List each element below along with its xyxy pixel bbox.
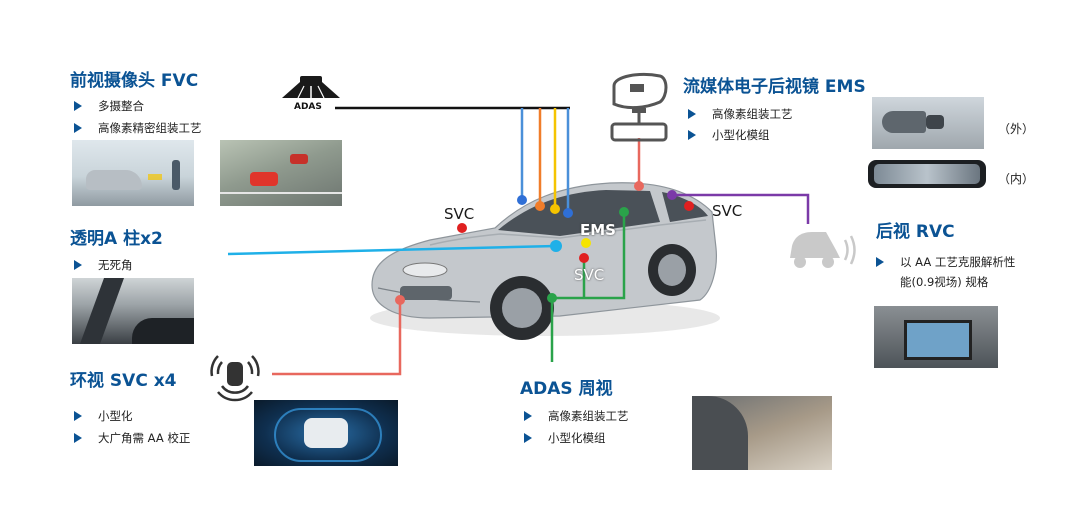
pillar-item: 无死角 [74, 257, 133, 273]
bullet-triangle-icon [688, 109, 696, 119]
bullet-triangle-icon [876, 257, 884, 267]
ems-item: 高像素组装工艺 [688, 106, 793, 122]
bullet-triangle-icon [74, 260, 82, 270]
bullet-triangle-icon [524, 411, 532, 421]
bullet-triangle-icon [74, 433, 82, 443]
rvc-item: 以 AA 工艺克服解析性 [876, 254, 1015, 270]
sensor-dot [684, 201, 694, 211]
rearview-mirror-icon [610, 108, 668, 142]
rvc-photo [874, 306, 998, 368]
sensor-dot [550, 240, 562, 252]
ems-outer-label: （外） [998, 122, 1035, 136]
ems-title: 流媒体电子后视镜 EMS [683, 77, 866, 97]
rear-car-icon [790, 232, 856, 268]
sensor-dot [457, 223, 467, 233]
rvc-item-cont: 能(0.9视场) 规格 [900, 275, 989, 289]
svc-item: 小型化 [74, 408, 133, 424]
sensor-dot [619, 207, 629, 217]
svc-item: 大广角需 AA 校正 [74, 430, 190, 446]
bullet-triangle-icon [74, 101, 82, 111]
adas-car-icon [282, 76, 340, 99]
sensor-dot [634, 181, 644, 191]
car-illustration [370, 182, 720, 340]
fvc-item: 高像素精密组装工艺 [74, 120, 202, 136]
side-mirror-icon [612, 72, 668, 110]
ems-outer-photo [872, 97, 984, 149]
adas-icon-label: ADAS [294, 102, 322, 112]
ems-label: EMS [580, 221, 616, 239]
adas-surround-item: 高像素组装工艺 [524, 408, 629, 424]
fvc-item: 多摄整合 [74, 98, 144, 114]
sensor-dot [667, 190, 677, 200]
svc-mid-label: SVC [574, 266, 605, 284]
pillar-photo [72, 278, 194, 344]
rvc-title: 后视 RVC [876, 222, 955, 242]
bullet-triangle-icon [688, 130, 696, 140]
sensor-dot [581, 238, 591, 248]
sensor-dot [579, 253, 589, 263]
bullet-triangle-icon [74, 123, 82, 133]
adas-surround-item: 小型化模组 [524, 430, 606, 446]
svc-item-text: 小型化 [98, 409, 133, 423]
ems-inner-label: （内） [998, 172, 1035, 186]
ems-item-text: 高像素组装工艺 [712, 107, 793, 121]
fvc-item-text: 高像素精密组装工艺 [98, 121, 202, 135]
sensor-dot [395, 295, 405, 305]
sensor-dot [550, 204, 560, 214]
ems-item-text: 小型化模组 [712, 128, 770, 142]
rvc-item-text: 以 AA 工艺克服解析性 [900, 255, 1016, 269]
adas-surround-item-text: 高像素组装工艺 [548, 409, 629, 423]
svc-photo [254, 400, 398, 466]
fvc-photo-pedestrian [72, 140, 194, 206]
sensor-dot [535, 201, 545, 211]
bullet-triangle-icon [524, 433, 532, 443]
fvc-item-text: 多摄整合 [98, 99, 144, 113]
pillar-item-text: 无死角 [98, 258, 133, 272]
svc-title: 环视 SVC x4 [70, 371, 177, 391]
pillar-title: 透明A 柱x2 [70, 229, 163, 249]
bullet-triangle-icon [74, 411, 82, 421]
svc-item-text: 大广角需 AA 校正 [98, 431, 191, 445]
sensor-dot [563, 208, 573, 218]
svc-right-label: SVC [712, 202, 743, 220]
svc-left-label: SVC [444, 205, 475, 223]
adas-surround-item-text: 小型化模组 [548, 431, 606, 445]
fvc-photo-road [220, 140, 342, 206]
ems-item: 小型化模组 [688, 127, 770, 143]
adas-surround-photo [692, 396, 832, 470]
sensor-dot [517, 195, 527, 205]
fvc-title: 前视摄像头 FVC [70, 71, 199, 91]
adas-surround-title: ADAS 周视 [520, 379, 613, 399]
ems-inner-photo [868, 160, 986, 188]
sensor-dot [547, 293, 557, 303]
svc-surround-icon [210, 355, 260, 402]
